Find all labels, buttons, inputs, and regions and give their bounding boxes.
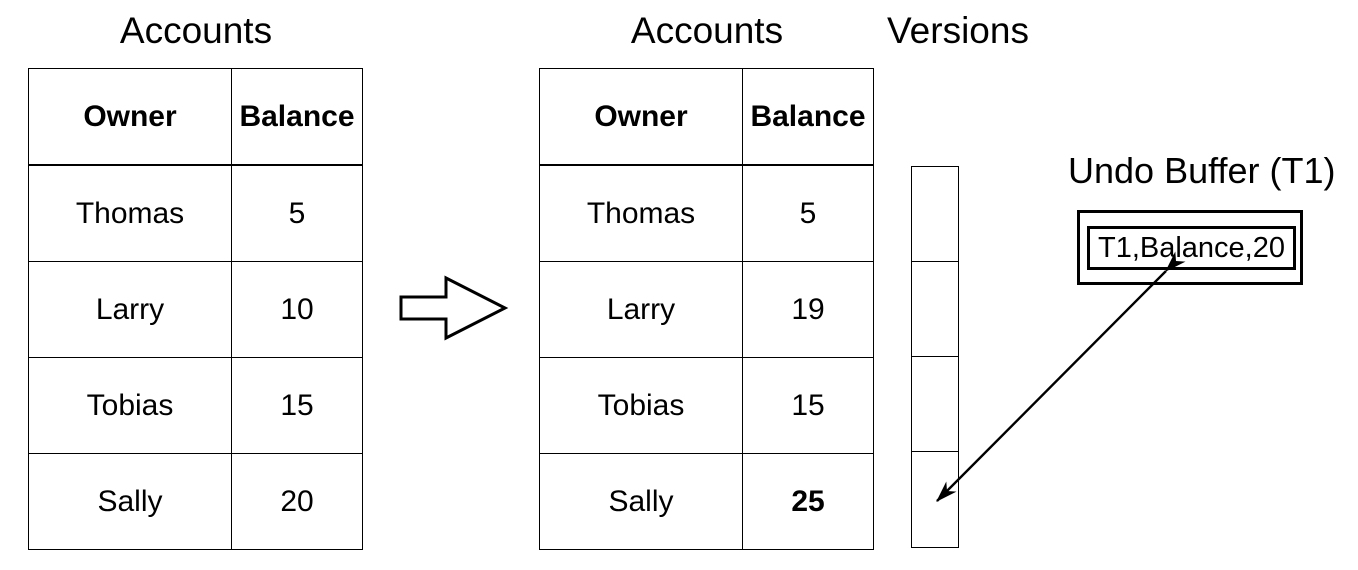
cell-balance: 19: [742, 261, 874, 358]
table-row: Larry 10: [28, 261, 363, 358]
column-header-balance: Balance: [742, 68, 874, 166]
before-table-title: Accounts: [119, 10, 273, 51]
table-row: Sally 25: [539, 453, 874, 550]
table-row: Tobias 15: [539, 357, 874, 454]
cell-balance-updated: 25: [742, 453, 874, 550]
column-header-balance: Balance: [231, 68, 363, 166]
block-arrow-right-icon: [399, 275, 509, 341]
link-arrow-line: [936, 251, 1186, 502]
undo-buffer-entry-box: T1,Balance,20: [1087, 226, 1296, 270]
table-row: Larry 19: [539, 261, 874, 358]
versions-cell-3: [912, 357, 958, 452]
versions-cell-1: [912, 167, 958, 262]
cell-balance: 10: [231, 261, 363, 358]
table-row: Sally 20: [28, 453, 363, 550]
column-header-owner: Owner: [28, 68, 232, 166]
after-table-title: Accounts: [630, 10, 784, 51]
table-header-row: Owner Balance: [539, 68, 874, 166]
accounts-table-before: Owner Balance Thomas 5 Larry 10 Tobias 1…: [28, 68, 363, 550]
column-header-owner: Owner: [539, 68, 743, 166]
undo-buffer-title: Undo Buffer (T1): [1068, 150, 1336, 191]
undo-buffer-entry-text: T1,Balance,20: [1097, 231, 1285, 264]
versions-cell-2: [912, 262, 958, 357]
accounts-table-after: Owner Balance Thomas 5 Larry 19 Tobias 1…: [539, 68, 874, 550]
cell-owner: Larry: [539, 261, 743, 358]
versions-column-title: Versions: [887, 10, 1029, 51]
cell-owner: Sally: [28, 453, 232, 550]
table-header-row: Owner Balance: [28, 68, 363, 166]
cell-balance: 20: [231, 453, 363, 550]
undo-buffer-box: T1,Balance,20: [1077, 210, 1303, 285]
versions-column: [911, 166, 959, 548]
cell-balance: 15: [231, 357, 363, 454]
cell-balance: 5: [231, 164, 363, 262]
cell-balance: 5: [742, 164, 874, 262]
cell-owner: Thomas: [539, 164, 743, 262]
versions-cell-4: [912, 452, 958, 545]
cell-owner: Tobias: [539, 357, 743, 454]
cell-owner: Thomas: [28, 164, 232, 262]
cell-balance: 15: [742, 357, 874, 454]
table-row: Tobias 15: [28, 357, 363, 454]
cell-owner: Sally: [539, 453, 743, 550]
table-row: Thomas 5: [539, 164, 874, 262]
cell-owner: Tobias: [28, 357, 232, 454]
cell-owner: Larry: [28, 261, 232, 358]
table-row: Thomas 5: [28, 164, 363, 262]
